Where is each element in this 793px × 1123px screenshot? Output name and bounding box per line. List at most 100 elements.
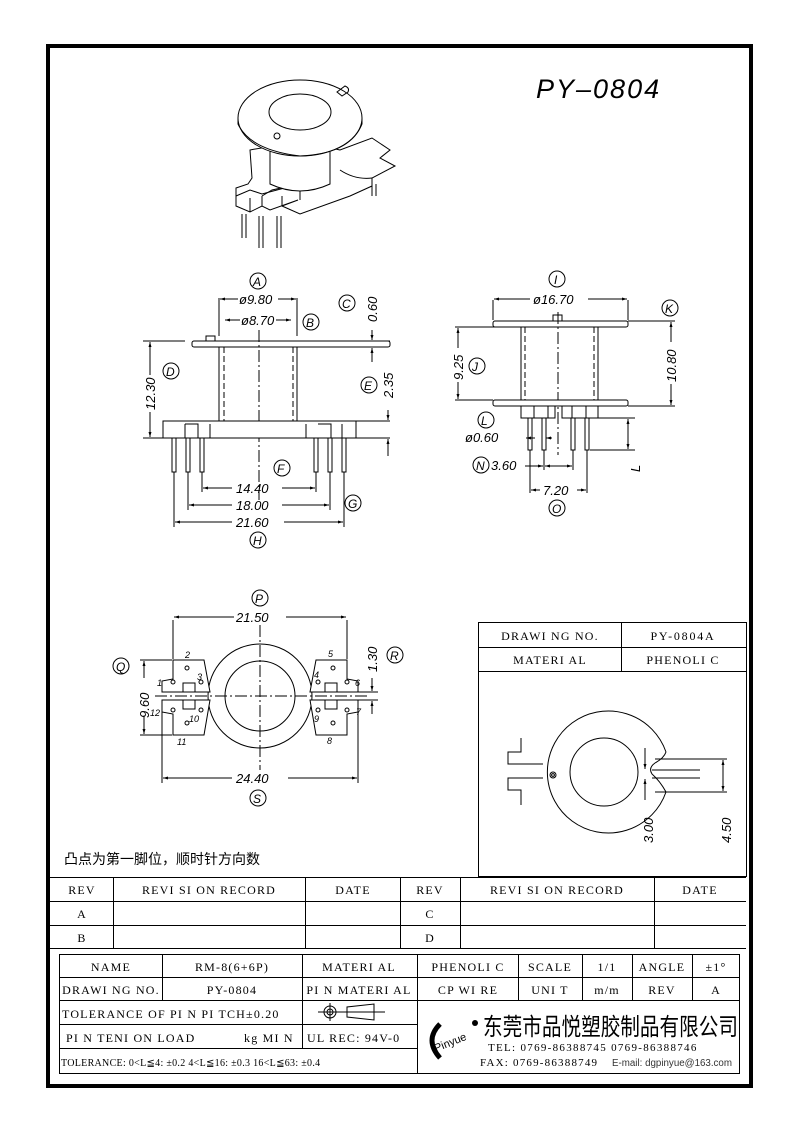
- dim-N: 3.60: [491, 458, 517, 473]
- scale-label: SCALE: [528, 960, 572, 974]
- isometric-view: [235, 79, 397, 248]
- pin-number: 6: [355, 678, 360, 688]
- dim-B: ø8.70: [241, 313, 275, 328]
- pin-note: 凸点为第一脚位，顺时针方向数: [64, 851, 260, 868]
- drawing-no-label: DRAWI NG NO.: [62, 983, 160, 997]
- rev-value: A: [711, 983, 721, 997]
- unit-value: m/m: [594, 983, 620, 997]
- pin-number: 12: [150, 708, 160, 718]
- dim-S: 24.40: [235, 771, 269, 786]
- dim-H: 21.60: [235, 515, 269, 530]
- pin-number: 4: [314, 670, 319, 680]
- pin-tension-unit: kg MI N: [244, 1031, 294, 1045]
- company-block: Pinyue 东莞市品悦塑胶制品有限公司 TEL: 0769-86388745 …: [429, 1013, 738, 1069]
- tolerance-note: TOLERANCE: 0<L≦4: ±0.2 4<L≦16: ±0.3 16<L…: [61, 1058, 320, 1069]
- variant-panel: [478, 622, 747, 877]
- logo-swoosh: [429, 1022, 442, 1060]
- revision-record-header: REVI SI ON RECORD: [142, 883, 276, 897]
- pin-number: 3: [197, 672, 202, 682]
- angle-value: ±1°: [706, 960, 727, 974]
- dim-A: ø9.80: [239, 292, 273, 307]
- variant-drawing-no-value: PY-0804A: [650, 629, 715, 643]
- label-N: N: [476, 459, 485, 473]
- scale-value: 1/1: [598, 960, 617, 974]
- dim-slot: 3.00: [641, 817, 656, 843]
- pin-material-value: CP WI RE: [438, 983, 498, 997]
- label-L: L: [481, 414, 488, 428]
- name-label: NAME: [91, 960, 131, 974]
- dim-R: 1.30: [365, 646, 380, 672]
- rev-header: REV: [68, 883, 96, 897]
- rev-cell: C: [425, 907, 434, 921]
- label-O: O: [552, 502, 561, 516]
- pin-number: 1: [157, 678, 162, 688]
- label-I: I: [554, 273, 558, 287]
- label-R: R: [390, 649, 399, 663]
- label-E: E: [364, 379, 373, 393]
- company-tel: TEL: 0769-86388745 0769-86388746: [488, 1042, 698, 1054]
- variant-material-value: PHENOLI C: [646, 653, 719, 667]
- variant-drawing-no-label: DRAWI NG NO.: [501, 629, 599, 643]
- date-header: DATE: [682, 883, 717, 897]
- company-name: 东莞市品悦塑胶制品有限公司: [483, 1013, 738, 1041]
- front-view: [143, 272, 391, 549]
- variant-material-label: MATERI AL: [513, 653, 587, 667]
- name-value: RM-8(6+6P): [195, 960, 269, 974]
- pin-number: 9: [314, 714, 319, 724]
- label-S: S: [253, 792, 261, 806]
- rev-header: REV: [416, 883, 444, 897]
- bottom-view-labels: P Q R S 21.50 9.60 1.30 24.40 1 2 3 4 5 …: [116, 592, 399, 806]
- rev-label: REV: [648, 983, 676, 997]
- pin-material-label: PI N MATERI AL: [306, 983, 411, 997]
- label-F: F: [277, 462, 285, 476]
- front-view-labels: A B C D E F G H ø9.80 ø8.70 0.60 12.30 2…: [143, 275, 396, 548]
- drawing-title: PY–0804: [536, 74, 661, 104]
- revision-table-grid: [50, 877, 746, 949]
- rev-cell: D: [425, 931, 435, 945]
- dim-I: ø16.70: [533, 292, 574, 307]
- label-B: B: [306, 316, 314, 330]
- label-A: A: [252, 275, 261, 289]
- label-G: G: [348, 497, 357, 511]
- logo-dot: [472, 1020, 478, 1026]
- label-D: D: [166, 365, 175, 379]
- unit-label: UNI T: [531, 983, 568, 997]
- title-block: NAME RM-8(6+6P) MATERI AL PHENOLI C SCAL…: [61, 960, 727, 1069]
- rev-cell: A: [77, 907, 87, 921]
- label-J: J: [471, 360, 479, 374]
- dim-pin-diameter: ø0.60: [465, 430, 499, 445]
- bottom-view: [112, 589, 404, 807]
- dim-F: 14.40: [236, 481, 269, 496]
- dim-D: 12.30: [143, 377, 158, 410]
- pin-number: 11: [177, 737, 186, 747]
- drawing-sheet: [46, 44, 753, 1088]
- dim-J: 9.25: [451, 354, 466, 380]
- label-P: P: [255, 592, 263, 606]
- dim-O: 7.20: [543, 483, 569, 498]
- pin-pitch-tolerance: TOLERANCE OF PI N PI TCH±0.20: [62, 1007, 280, 1021]
- dim-E: 2.35: [381, 372, 396, 399]
- revision-table: REV REVI SI ON RECORD DATE REV REVI SI O…: [68, 883, 717, 945]
- drawing-no-value: PY-0804: [207, 983, 257, 997]
- rev-cell: B: [77, 931, 86, 945]
- dim-K: 10.80: [664, 349, 679, 382]
- title-block-grid: [59, 954, 740, 1074]
- pin-number: 7: [356, 707, 362, 717]
- side-view-labels: I K J L N O ø16.70 9.25 10.80 ø0.60 L 3.…: [451, 273, 679, 516]
- material-label: MATERI AL: [322, 960, 396, 974]
- variant-panel-text: DRAWI NG NO. PY-0804A MATERI AL PHENOLI …: [501, 629, 734, 843]
- company-email: E-mail: dgpinyue@163.com: [612, 1058, 732, 1069]
- pin-number: 8: [327, 736, 332, 746]
- angle-label: ANGLE: [639, 960, 686, 974]
- dim-Q: 9.60: [137, 692, 152, 718]
- ul-rec: UL REC: 94V-0: [307, 1031, 400, 1045]
- pin-number: 5: [328, 649, 334, 659]
- date-header: DATE: [335, 883, 370, 897]
- label-H: H: [253, 534, 262, 548]
- pin-number: 2: [184, 650, 190, 660]
- dim-pin-length: L: [628, 465, 643, 472]
- label-C: C: [342, 297, 351, 311]
- pin-tension-label: PI N TENI ON LOAD: [66, 1031, 196, 1045]
- company-fax: FAX: 0769-86388749: [480, 1057, 598, 1069]
